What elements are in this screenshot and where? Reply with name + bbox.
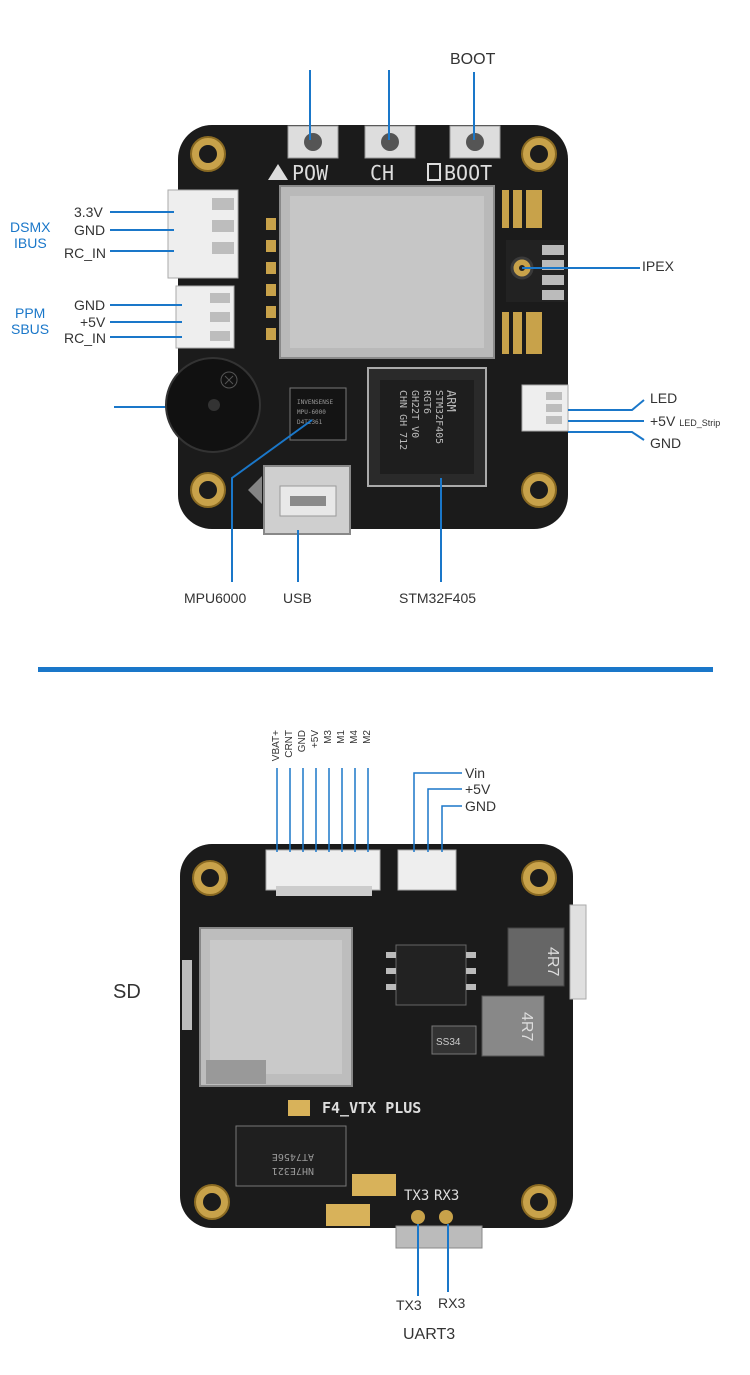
led-connector	[521, 384, 569, 432]
inductor-1-text: 4R7	[544, 947, 561, 976]
osd-line-1: AT7456E	[272, 1151, 314, 1162]
power-gnd-label: GND	[465, 798, 497, 814]
silk-boot: BOOT	[444, 161, 492, 185]
power-connector	[397, 849, 457, 891]
ppm-label: PPM	[15, 305, 46, 321]
silk-rx3: RX3	[434, 1188, 459, 1204]
dsmx-label: DSMX	[10, 219, 51, 235]
silk-title: F4_VTX PLUS	[322, 1099, 421, 1117]
vin-label: Vin	[465, 765, 485, 781]
section-divider	[38, 667, 713, 672]
mcu-line-4: CHN GH 712	[397, 390, 408, 450]
pin-gnd-2-label: GND	[74, 297, 106, 313]
osd-line-2: NH7E321	[272, 1165, 314, 1176]
led-5v-text: +5V	[650, 413, 676, 429]
sd-slot	[199, 927, 353, 1087]
sbus-label: SBUS	[11, 321, 50, 337]
rx-connector-bottom	[175, 285, 235, 349]
led-label: LED	[650, 390, 678, 406]
mpu-chip: INVENSENSE MPU-6000 D4T2361	[289, 387, 347, 441]
osd-chip: AT7456E NH7E321	[235, 1125, 347, 1187]
tx3-label: TX3	[396, 1297, 422, 1313]
inductor-2-text: 4R7	[518, 1012, 535, 1041]
mcu-line-1: STM32F405	[433, 390, 444, 444]
rx3-label: RX3	[438, 1295, 466, 1311]
uart3-label: UART3	[403, 1326, 456, 1343]
tact-buttons	[287, 125, 501, 159]
mpu-line-1: INVENSENSE	[297, 399, 334, 406]
pin-m2-label: M2	[362, 730, 373, 744]
pin-3v3-label: 3.3V	[74, 204, 103, 220]
pin-m4-label: M4	[349, 730, 360, 744]
mcu-logo: ARM	[444, 390, 458, 412]
pin-rcin-2-label: RC_IN	[64, 330, 107, 346]
motor-connector	[265, 849, 381, 896]
led-strip-text: LED_Strip	[679, 418, 721, 428]
led-gnd-label: GND	[650, 435, 682, 451]
usb-label: USB	[283, 590, 312, 606]
ibus-label: IBUS	[14, 235, 47, 251]
diode-text: SS34	[436, 1037, 461, 1048]
pin-gnd-1-label: GND	[74, 222, 106, 238]
mcu-line-2: RGT6	[421, 390, 432, 414]
silk-tx3: TX3	[404, 1188, 429, 1204]
ipex-label: IPEX	[642, 258, 674, 274]
boot-label: BOOT	[450, 51, 496, 68]
rx-connector-top	[167, 189, 239, 279]
pin-vbat-label: VBAT+	[271, 730, 282, 762]
mpu-label: MPU6000	[184, 590, 247, 606]
led-5v-label: +5V LED_Strip	[650, 413, 720, 431]
mcu-label: STM32F405	[399, 590, 477, 606]
pin-m3-label: M3	[323, 730, 334, 744]
pin-5v-label: +5V	[80, 314, 106, 330]
usb-connector	[263, 465, 351, 535]
mpu-line-2: MPU-6000	[297, 409, 326, 416]
sd-label: SD	[113, 981, 141, 1003]
mcu-chip: ARM STM32F405 RGT6 GH22T V0 CHN GH 712	[367, 367, 487, 487]
mount-holes-top	[190, 136, 557, 508]
pin-m1-label: M1	[336, 730, 347, 744]
silk-pow: POW	[292, 161, 329, 185]
silk-ch: CH	[370, 161, 394, 185]
pin-crnt-label: CRNT	[284, 730, 295, 758]
power-5v-label: +5V	[465, 781, 491, 797]
pin-5v-vert-label: +5V	[310, 730, 321, 749]
pin-gnd-label: GND	[297, 730, 308, 753]
pin-rcin-1-label: RC_IN	[64, 245, 107, 261]
mcu-line-3: GH22T V0	[409, 390, 420, 438]
